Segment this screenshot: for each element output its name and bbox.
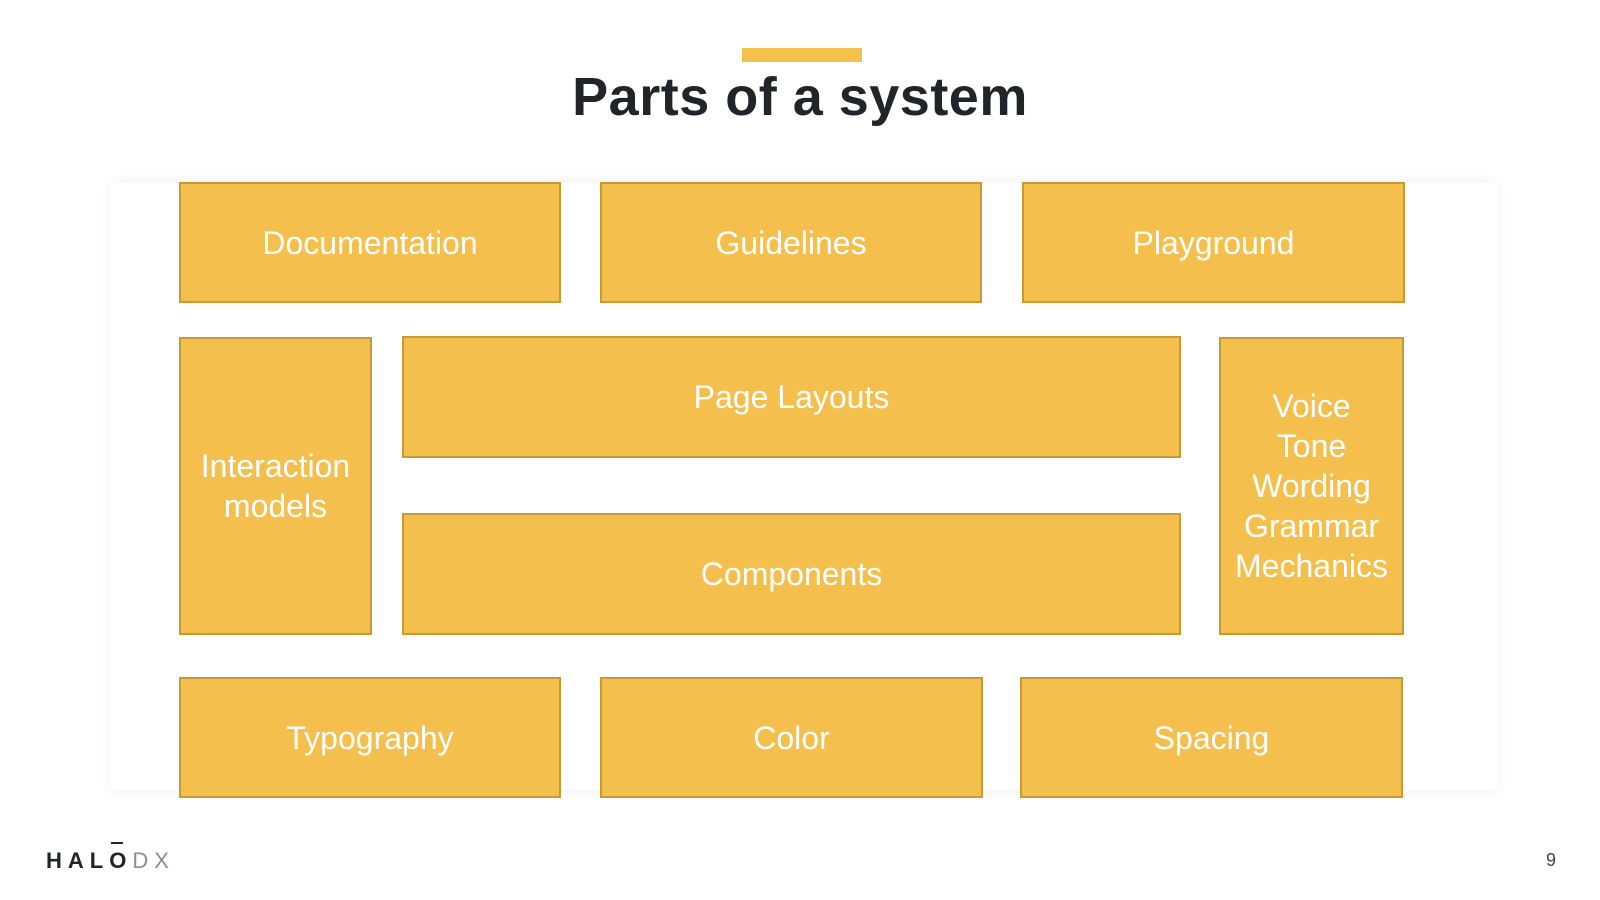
grammar-line: Grammar [1243, 508, 1380, 544]
box-typography: Typography [179, 677, 561, 798]
box-documentation: Documentation [179, 182, 561, 303]
box-page-layouts-label: Page Layouts [693, 379, 890, 415]
box-color-label: Color [753, 719, 830, 756]
box-spacing-label: Spacing [1153, 719, 1270, 756]
box-page-layouts: Page Layouts [402, 336, 1181, 458]
logo-text-dx: DX [132, 848, 175, 873]
page-number: 9 [1545, 850, 1556, 870]
logo-letter-o: O [109, 848, 133, 873]
interaction-models-line-1: Interaction [200, 448, 351, 484]
box-interaction-models: Interaction models [179, 337, 372, 635]
interaction-models-line-2: models [223, 488, 328, 524]
box-color: Color [600, 677, 983, 798]
tone-line: Tone [1276, 428, 1347, 464]
box-playground-label: Playground [1132, 224, 1295, 261]
box-documentation-label: Documentation [262, 224, 478, 261]
box-playground: Playground [1022, 182, 1405, 303]
box-guidelines: Guidelines [600, 182, 982, 303]
box-guidelines-label: Guidelines [715, 224, 867, 261]
box-components-label: Components [700, 556, 883, 592]
halodx-logo: HALODX [46, 848, 175, 874]
box-components: Components [402, 513, 1181, 635]
box-spacing: Spacing [1020, 677, 1403, 798]
box-typography-label: Typography [286, 719, 454, 756]
box-voice-tone: Voice Tone Wording Grammar Mechanics [1219, 337, 1404, 635]
title-accent-bar [742, 48, 862, 62]
page-title: Parts of a system [572, 67, 1028, 127]
mechanics-line: Mechanics [1235, 548, 1388, 584]
logo-text-halo: HAL [46, 848, 110, 873]
wording-line: Wording [1252, 468, 1371, 504]
voice-line: Voice [1272, 388, 1351, 424]
